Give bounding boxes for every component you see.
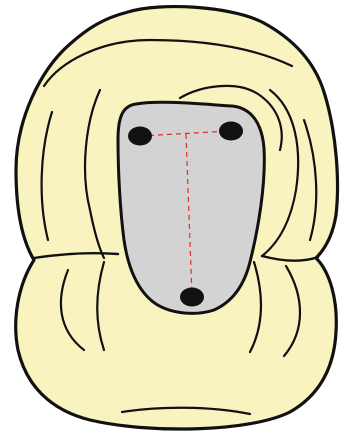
- marker-top-left: [128, 127, 152, 146]
- marker-top-right: [219, 122, 243, 141]
- marker-bottom: [180, 288, 204, 307]
